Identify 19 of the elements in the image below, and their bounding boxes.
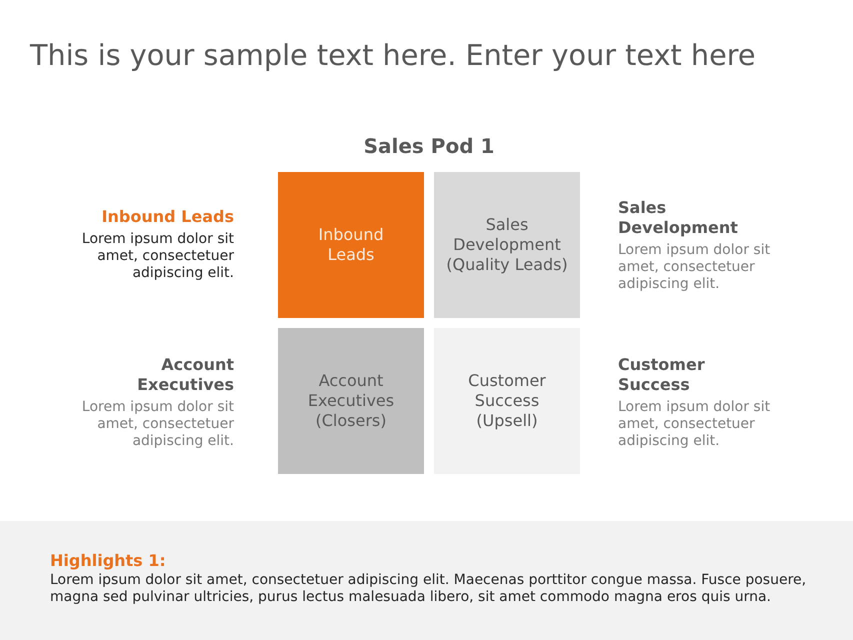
highlights-text: Lorem ipsum dolor sit amet, consectetuer adipiscing elit. Maecenas porttitor congue massa. Fusce posuere, magna sed pulvinar ultricies, purus lectus malesuada libero, sit amet commodo magna eros quis urna. [50, 572, 808, 606]
tile-label: Customer Success (Upsell) [467, 371, 547, 431]
side-description: Lorem ipsum dolor sit amet, consectetuer adipiscing elit. [80, 231, 234, 282]
tile-label: Inbound Leads [317, 225, 385, 265]
side-heading: Customer Success [618, 355, 706, 395]
side-description: Lorem ipsum dolor sit amet, consectetuer adipiscing elit. [80, 399, 234, 450]
tile-label: Sales Development (Quality Leads) [445, 215, 569, 275]
side-heading: Account Executives [136, 355, 234, 395]
side-description: Lorem ipsum dolor sit amet, consectetuer adipiscing elit. [618, 399, 772, 450]
highlights-heading: Highlights 1: [50, 551, 167, 571]
tile-label: Account Executives (Closers) [306, 371, 396, 431]
quadrant-tile [434, 172, 580, 318]
page-title: This is your sample text here. Enter your text here [30, 37, 756, 74]
quadrant-tile [278, 328, 424, 474]
side-heading: Inbound Leads [100, 207, 234, 227]
quadrant-tile [278, 172, 424, 318]
grid-heading: Sales Pod 1 [362, 133, 496, 160]
side-description: Lorem ipsum dolor sit amet, consectetuer adipiscing elit. [618, 242, 772, 293]
side-heading: Sales Development [618, 198, 739, 238]
